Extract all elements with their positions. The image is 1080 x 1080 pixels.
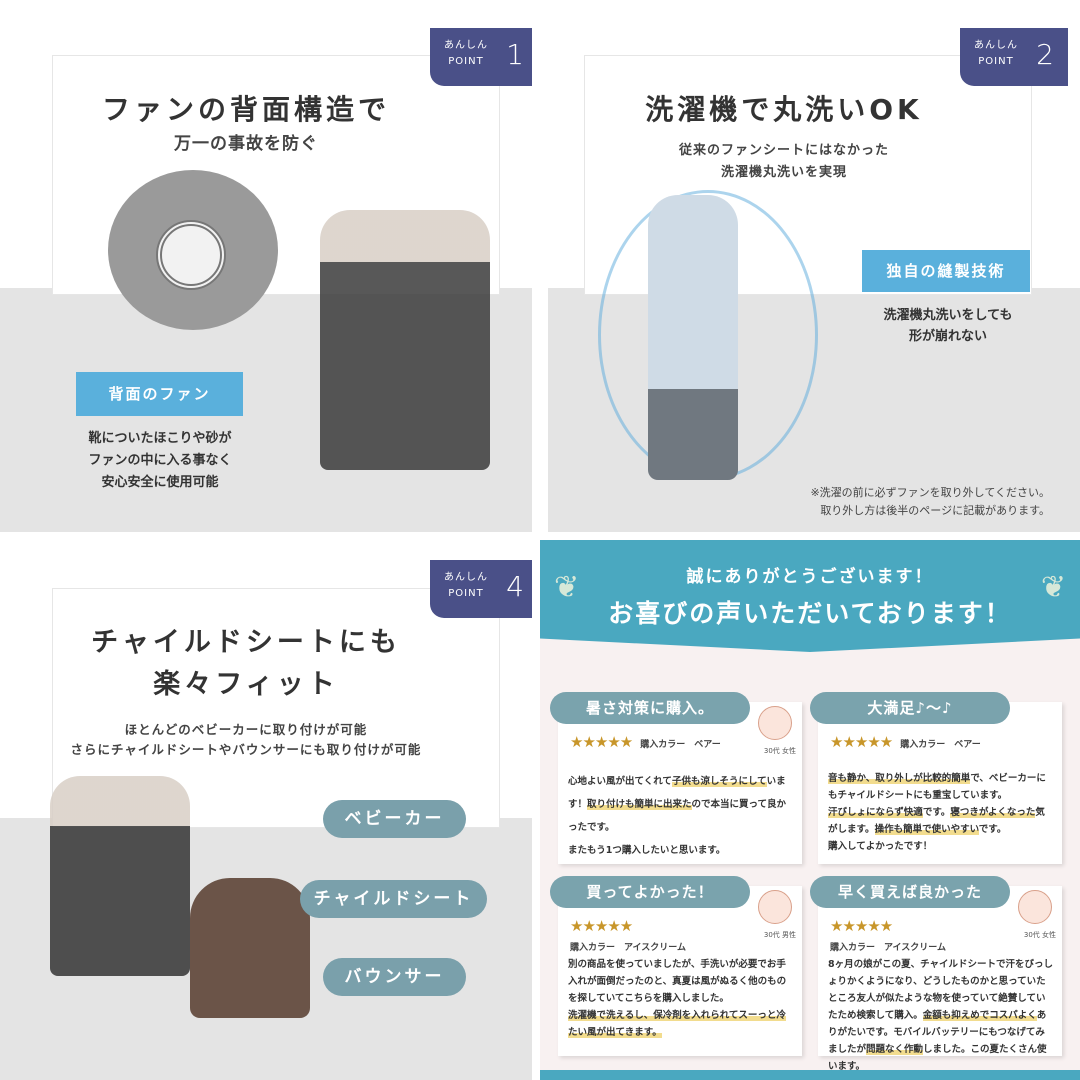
highlighted-text: 音も静か、取り外しが比較的簡単: [828, 773, 971, 784]
feature-label: 背面のファン: [76, 372, 243, 416]
review-text: です。: [922, 807, 951, 818]
reviewer-avatar: [758, 890, 792, 924]
reviewer-avatar: [1018, 890, 1052, 924]
point-subtitle: 万一の事故を防ぐ: [174, 134, 318, 154]
review-title: 早く買えば良かった: [810, 876, 1010, 908]
review-text: ありがたいです。モバイルバッテリーにもつなげてみましたが: [828, 1010, 1047, 1055]
highlighted-text: 汗びしょにならず快適: [828, 807, 923, 818]
fan-closeup-image: [108, 170, 278, 330]
review-text: ので本当に買って良かったです。: [568, 799, 787, 833]
review-body: 別の商品を使っていましたが、手洗いが必要でお手入れが面倒だったのと、真夏は風がぬ…: [568, 956, 794, 1041]
review-card: 早く買えば良かった ★★★★★ 購入カラー アイスクリーム 30代 女性 8ヶ月の…: [810, 876, 1062, 1072]
review-text: しました。この夏たくさん使います。: [828, 1044, 1047, 1072]
feature-label: 独自の縫製技術: [862, 250, 1030, 292]
pill-stroller: ベビーカー: [323, 800, 466, 838]
review-text: 心地よい風が出てくれて: [568, 776, 672, 787]
star-rating: ★★★★★: [570, 917, 633, 935]
review-text: 購入してよかったです！: [828, 841, 933, 852]
point-title: 洗濯機で丸洗いOK: [645, 93, 923, 126]
stroller-image: [320, 210, 490, 470]
highlighted-text: 操作も簡単で使いやすい: [874, 824, 979, 835]
review-title: 暑さ対策に購入。: [550, 692, 750, 724]
laurel-left-icon: ❦: [554, 570, 580, 605]
reviewer-avatar: [758, 706, 792, 740]
review-card: 買ってよかった！ ★★★★★ 購入カラー アイスクリーム 30代 男性 別の商品を…: [550, 876, 802, 1056]
seat-pad-image: [648, 195, 738, 480]
footer-bar: [540, 1070, 1080, 1080]
purchase-color: 購入カラー ベアー: [640, 740, 721, 750]
laurel-right-icon: ❦: [1040, 570, 1066, 605]
review-text: います！: [568, 776, 786, 810]
purchase-color: 購入カラー ベアー: [900, 740, 981, 750]
stroller-image: [50, 776, 190, 976]
reviews-panel: 誠にありがとうございます！ お喜びの声いただいております！ ❦ ❦ 暑さ対策に購…: [540, 540, 1080, 1080]
star-rating: ★★★★★: [570, 733, 633, 751]
highlighted-text: 子供も涼しそうにして: [671, 776, 767, 787]
reviewer-age: 30代 女性: [763, 747, 796, 755]
pill-child-seat: チャイルドシート: [300, 880, 487, 918]
reviews-header: [540, 540, 1080, 652]
review-text: で、ベビーカーにもチャイルドシートにも重宝しています。: [828, 773, 1046, 801]
review-card: 暑さ対策に購入。 ★★★★★ 購入カラー ベアー 30代 女性 心地よい風が出てく…: [550, 692, 802, 864]
purchase-color: 購入カラー アイスクリーム: [570, 943, 687, 953]
review-body: 8ヶ月の娘がこの夏、チャイルドシートで汗をびっしょりかくようになり、どうしたもの…: [828, 956, 1054, 1075]
child-seat-image: [190, 878, 310, 1018]
star-rating: ★★★★★: [830, 733, 893, 751]
star-rating: ★★★★★: [830, 917, 893, 935]
highlighted-text: 寝つきがよくなった: [950, 807, 1036, 818]
review-text: 8ヶ月の娘がこの夏、チャイルドシートで汗をびっしょりかくようになり、どうしたもの…: [828, 959, 1054, 1021]
review-body: 音も静か、取り外しが比較的簡単で、ベビーカーにもチャイルドシートにも重宝していま…: [828, 770, 1054, 855]
reviewer-age: 30代 男性: [763, 931, 796, 939]
reviews-top-text: 誠にありがとうございます！: [686, 567, 934, 587]
reviews-headline: お喜びの声いただいております！: [608, 599, 1012, 628]
reviewer-age: 30代 女性: [1023, 931, 1056, 939]
pill-bouncer: バウンサー: [323, 958, 466, 996]
highlighted-text: 洗濯機で洗えるし、保冷剤を入れられてスーっと冷たい風が出てきます。: [568, 1010, 786, 1038]
review-text: です。: [978, 824, 1007, 835]
review-text: またもう1つ購入したいと思います。: [568, 845, 726, 856]
point-title: ファンの背面構造で: [101, 93, 390, 126]
review-card: 大満足♪〜♪ ★★★★★ 購入カラー ベアー 音も静か、取り外しが比較的簡単で、ベ…: [810, 692, 1062, 864]
highlighted-text: 取り付けも簡単に出来た: [587, 799, 692, 810]
highlighted-text: 金額も抑えめでコスパよく: [922, 1010, 1037, 1021]
review-text: 別の商品を使っていましたが、手洗いが必要でお手入れが面倒だったのと、真夏は風がぬ…: [568, 959, 787, 1004]
purchase-color: 購入カラー アイスクリーム: [830, 943, 947, 953]
review-text: 気がします。: [828, 807, 1045, 835]
highlighted-text: 問題なく作動: [866, 1044, 924, 1055]
fan-icon: [156, 220, 226, 290]
review-title: 買ってよかった！: [550, 876, 750, 908]
review-title: 大満足♪〜♪: [810, 692, 1010, 724]
review-body: 心地よい風が出てくれて子供も涼しそうにしています！取り付けも簡単に出来たので本当…: [568, 770, 794, 862]
